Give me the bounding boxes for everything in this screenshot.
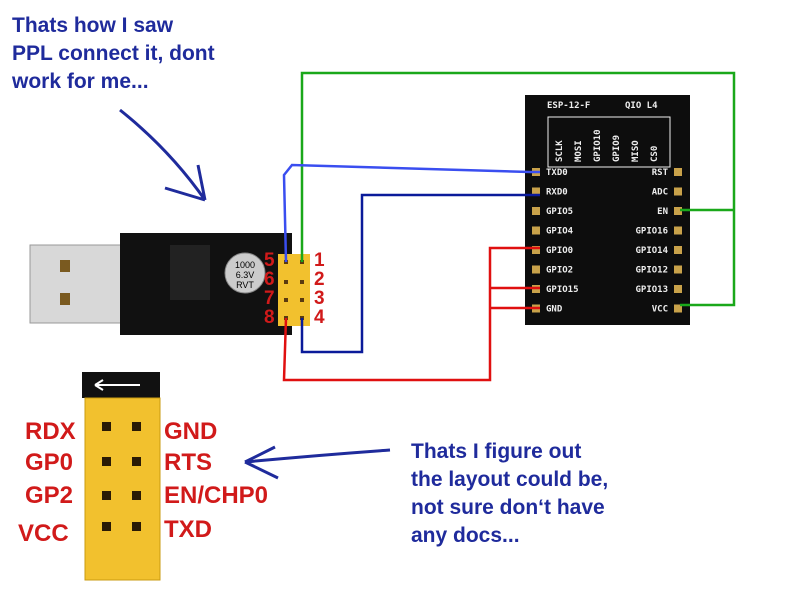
esp-pad [532, 265, 540, 274]
esp-left-pin-label: GPIO4 [546, 227, 574, 237]
esp-pad [532, 246, 540, 254]
pin-6: 6 [264, 269, 275, 290]
esp-version: QIO L4 [625, 101, 658, 111]
pin-8: 8 [264, 307, 275, 328]
pin-5: 5 [264, 250, 275, 271]
esp-right-pin-label: VCC [652, 305, 668, 315]
capacitor-text-2: 6.3V [236, 270, 255, 280]
pin-7: 7 [264, 288, 275, 309]
label-gp2: GP2 [25, 482, 74, 509]
esp-left-pin-label: GPIO15 [546, 285, 579, 295]
arrow-left-icon [94, 379, 140, 391]
esp-right-pin-label: GPIO12 [635, 266, 668, 276]
esp-pad [674, 265, 682, 274]
esp-right-pin-label: ADC [652, 188, 668, 198]
esp-top-pin-label: MOSI [574, 140, 584, 162]
esp-left-pin-label: GND [546, 305, 563, 315]
esp-top-pin-label: CS0 [650, 146, 660, 162]
capacitor-text-1: 1000 [235, 260, 255, 270]
arrow-top [119, 108, 207, 202]
label-rdx: RDX [25, 418, 76, 445]
esp-left-pin-label: GPIO2 [546, 266, 573, 276]
pin-3: 3 [314, 288, 325, 309]
esp-top-pin-label: GPIO10 [593, 129, 603, 162]
esp-12f-module: ESP-12-F QIO L4 SCLK MOSI GPIO10 GPIO9 MISO C… [525, 95, 690, 325]
esp-top-pin-label: GPIO9 [612, 135, 622, 162]
esp-left-pin-label: TXD0 [546, 168, 568, 178]
esp-pad [532, 226, 540, 235]
capacitor-text-3: RVT [236, 280, 254, 290]
esp-pad [674, 304, 682, 313]
esp-right-pin-label: GPIO14 [635, 246, 668, 256]
arrow-bottom [244, 445, 391, 480]
pin-2: 2 [314, 269, 325, 290]
esp-pad [674, 187, 682, 196]
label-gp0: GP0 [25, 449, 74, 476]
esp-title: ESP-12-F [547, 101, 590, 111]
esp-pad [674, 226, 682, 235]
bottom-note: Thats I figure out the layout could be, … [411, 440, 609, 547]
esp-left-pin-label: GPIO5 [546, 207, 573, 217]
pin-4: 4 [314, 307, 325, 328]
esp-pad [674, 246, 682, 254]
esp-pad [674, 207, 682, 215]
label-rts: RTS [164, 449, 212, 476]
red-wire-gnd [282, 246, 540, 382]
usb-adapter: 1000 6.3V RVT [29, 233, 310, 335]
esp-pad [674, 168, 682, 176]
label-vcc: VCC [18, 520, 69, 547]
label-gnd: GND [164, 418, 218, 445]
top-note: Thats how I saw PPL connect it, dont wor… [12, 14, 215, 93]
pin-1: 1 [314, 250, 325, 271]
blue-wire-txd [282, 163, 540, 263]
green-wire-vcc [300, 71, 736, 307]
connector-closeup [82, 372, 161, 581]
esp-right-pin-label: EN [657, 207, 668, 217]
esp-right-pin-label: RST [652, 168, 669, 178]
label-en-chp0: EN/CHP0 [164, 482, 269, 509]
esp-top-pin-label: SCLK [555, 140, 565, 162]
esp-right-pin-label: GPIO13 [635, 285, 668, 295]
esp-pad [532, 207, 540, 215]
darkblue-wire-rxd [300, 193, 540, 354]
esp-right-pin-label: GPIO16 [635, 227, 668, 237]
esp-left-pin-label: RXD0 [546, 188, 568, 198]
esp-left-pin-label: GPIO0 [546, 246, 573, 256]
esp-top-pin-label: MISO [631, 140, 641, 162]
esp-pad [532, 187, 540, 196]
label-txd: TXD [164, 516, 212, 543]
esp-pad [674, 285, 682, 293]
